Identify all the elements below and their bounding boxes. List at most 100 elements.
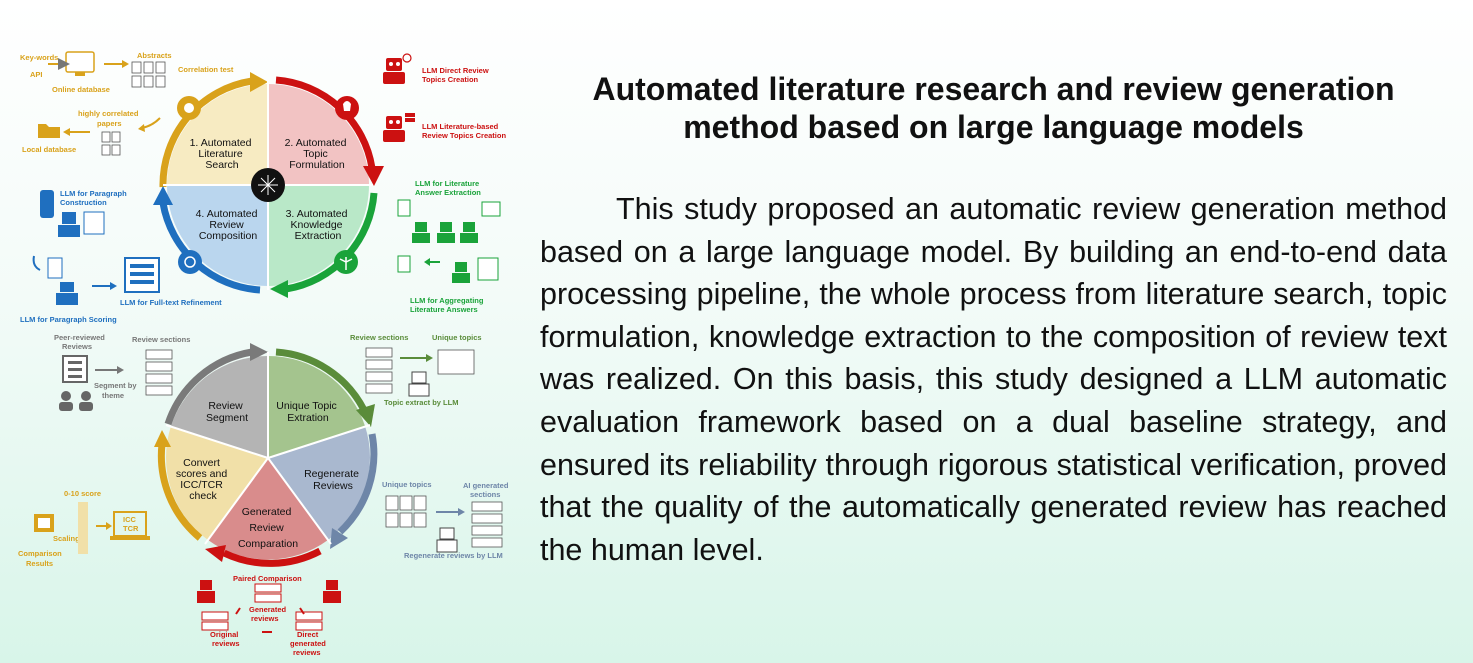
svg-text:LLM for Paragraph Scoring: LLM for Paragraph Scoring [20,315,117,324]
svg-text:Construction: Construction [60,198,107,207]
monitor-icon [65,51,95,73]
composition-icons [32,190,160,305]
svg-text:Online database: Online database [52,85,110,94]
robot-books-icon [383,113,415,142]
abstract-paragraph: This study proposed an automatic review … [540,192,1447,567]
svg-text:reviews: reviews [212,639,240,648]
svg-text:papers: papers [97,119,122,128]
svg-text:Segment by: Segment by [94,381,137,390]
review-sections-icon [145,349,173,396]
svg-text:Generated: Generated [249,605,287,614]
svg-text:ICC: ICC [123,515,137,524]
svg-text:LLM for Aggregating: LLM for Aggregating [410,296,484,305]
extraction-annotations: LLM for Literature Answer Extraction LLM… [410,179,484,314]
score-annotations: 0-10 score Scaling Comparison Results IC… [18,489,139,568]
q2-fill [268,84,369,185]
comparison-icons [197,580,341,633]
regenerate-annotations: Unique topics AI generated sections Rege… [382,480,509,560]
svg-text:Regenerate reviews by LLM: Regenerate reviews by LLM [404,551,503,560]
robot-red-icon [383,53,412,84]
scale-bar [78,502,88,554]
q2-label: 2. Automated Topic Formulation [285,137,350,171]
bottom-cycle: Review Segment Unique Topic Extration Re… [154,343,378,567]
brain-circuit-icon [178,250,202,274]
papers-docs-icon [101,131,121,156]
svg-text:theme: theme [102,391,124,400]
s5-fill [166,426,268,540]
s3-fill [268,426,370,540]
svg-text:Review Topics Creation: Review Topics Creation [422,131,506,140]
search-annotations: Key-words API Online database Abstracts … [20,51,234,154]
s5-label: Convert scores and ICC/TCR check [176,457,230,502]
s3-label: Regenerate Reviews [304,468,362,492]
s2-fill [268,355,365,458]
svg-text:LLM Direct Review: LLM Direct Review [422,66,489,75]
q4-label: 4. Automated Review Composition [196,208,261,242]
svg-text:Review sections: Review sections [132,335,190,344]
s1-arc [164,348,253,426]
topic-annotations: LLM Direct Review Topics Creation LLM Li… [422,66,506,140]
s2-arc [275,348,368,412]
abstracts-docs-icon [131,61,166,88]
text-panel: Automated literature research and review… [540,70,1447,571]
svg-text:Unique topics: Unique topics [432,333,482,342]
svg-text:AI generated: AI generated [463,481,509,490]
svg-text:Peer-reviewed: Peer-reviewed [54,333,105,342]
s1-fill [171,355,268,458]
segment-annotations: Peer-reviewed Reviews Review sections Se… [54,333,190,400]
people-icon [59,391,93,411]
svg-text:Answer Extraction: Answer Extraction [415,188,481,197]
svg-text:Original: Original [210,630,238,639]
q2-arrowhead [363,166,384,186]
composition-annotations: LLM for Paragraph Construction LLM for F… [20,189,222,324]
top-cycle: 1. Automated Literature Search 2. Automa… [153,72,384,298]
s4-fill [208,458,328,560]
q1-arrowhead [250,72,268,92]
s5-arc [157,443,203,541]
svg-text:highly correlated: highly correlated [78,109,139,118]
svg-text:LLM for Literature: LLM for Literature [415,179,479,188]
page-title: Automated literature research and review… [592,71,1395,145]
svg-text:Abstracts: Abstracts [137,51,172,60]
q1-fill [167,84,268,185]
q4-fill [167,185,268,286]
comparison-annotations: Paired Comparison Generated reviews Orig… [210,574,326,657]
svg-text:reviews: reviews [251,614,279,623]
svg-text:Literature Answers: Literature Answers [410,305,478,314]
svg-text:Reviews: Reviews [62,342,92,351]
svg-text:reviews: reviews [293,648,321,657]
workflow-diagram: 1. Automated Literature Search 2. Automa… [18,51,509,657]
topic-docs-icon [365,347,475,397]
q3-label: 3. Automated Knowledge Extraction [286,208,351,242]
svg-text:Scaling: Scaling [53,534,80,543]
svg-text:API: API [30,70,43,79]
svg-text:Direct: Direct [297,630,319,639]
topic-extract-annotations: Review sections Unique topics Topic extr… [350,333,482,407]
s4-arc [222,547,322,567]
svg-text:Key-words: Key-words [20,53,58,62]
svg-text:Comparison: Comparison [18,549,62,558]
svg-text:LLM Literature-based: LLM Literature-based [422,122,499,131]
q3-fill [268,185,369,286]
s2-label: Unique Topic Extration [276,400,339,424]
svg-text:Topics Creation: Topics Creation [422,75,479,84]
svg-text:Topic extract by LLM: Topic extract by LLM [384,398,458,407]
svg-text:TCR: TCR [123,524,139,533]
regenerate-docs-icon [385,495,503,553]
q4-arrowhead [153,186,173,205]
svg-text:LLM for Full-text Refinement: LLM for Full-text Refinement [120,298,222,307]
svg-text:Results: Results [26,559,53,568]
q3-arrowhead [270,280,288,298]
svg-text:generated: generated [290,639,326,648]
svg-text:Unique topics: Unique topics [382,480,432,489]
q1-label: 1. Automated Literature Search [190,137,255,171]
svg-text:sections: sections [470,490,500,499]
extraction-robots-icon [397,199,501,283]
svg-text:Review sections: Review sections [350,333,408,342]
svg-text:Paired Comparison: Paired Comparison [233,574,302,583]
s1-label: Review Segment [206,400,248,424]
s3-arc [337,433,378,535]
svg-text:Local database: Local database [22,145,76,154]
s4-label: Generated Review Comparation [238,506,298,550]
svg-text:0-10 score: 0-10 score [64,489,101,498]
